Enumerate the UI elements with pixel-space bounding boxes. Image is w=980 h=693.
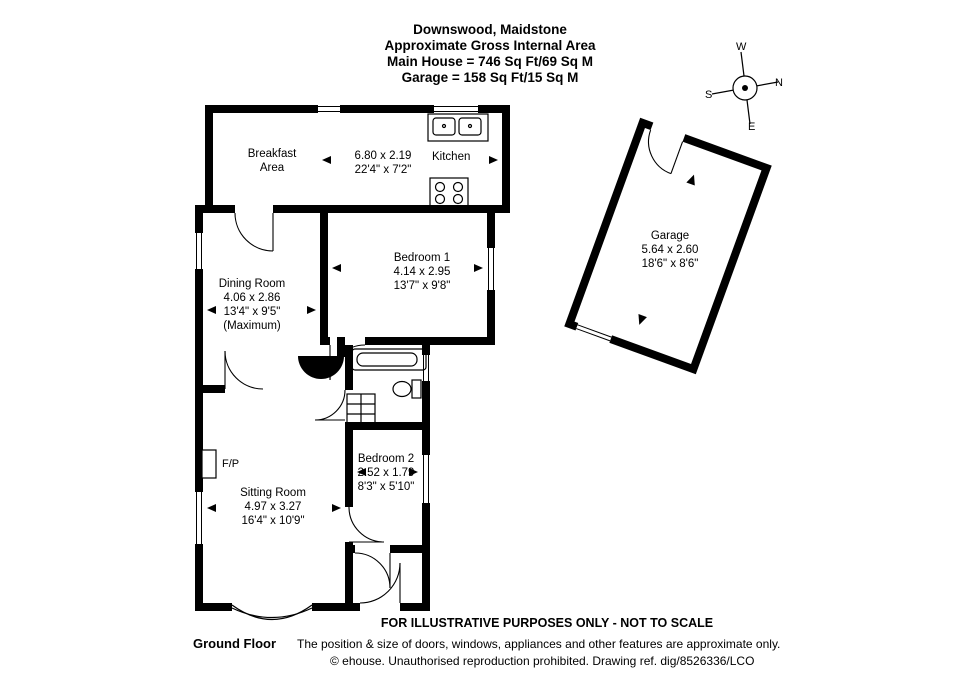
- garage-arrow-up: [686, 174, 695, 186]
- door-arcs: [224, 212, 401, 604]
- label-kitchen: Kitchen: [432, 151, 471, 163]
- label-garage: Garage 5.64 x 2.60 18'6" x 8'6": [641, 230, 699, 270]
- compass-north-label: N: [775, 77, 783, 89]
- label-bedroom-2: Bedroom 2 2.52 x 1.79 8'3" x 5'10": [357, 453, 415, 493]
- plan-title-block: Downswood, Maidstone Approximate Gross I…: [340, 22, 640, 86]
- curved-hall-wall: [298, 356, 344, 379]
- compass-icon: [711, 51, 779, 125]
- dimension-arrows: [207, 156, 498, 512]
- label-fireplace: F/P: [222, 458, 240, 470]
- kitchen-sink-icon: [427, 113, 489, 142]
- bay-window: [231, 604, 313, 621]
- main-house-area: Main House = 746 Sq Ft/69 Sq M: [387, 54, 593, 69]
- label-dining-room: Dining Room 4.06 x 2.86 13'4" x 9'5" (Ma…: [218, 278, 286, 332]
- label-breakfast-area: Breakfast Area: [247, 148, 297, 174]
- illustrative-notice: FOR ILLUSTRATIVE PURPOSES ONLY - NOT TO …: [380, 616, 714, 630]
- garage-area: Garage = 158 Sq Ft/15 Sq M: [401, 70, 579, 85]
- property-title: Downswood, Maidstone: [413, 22, 567, 37]
- compass-west-label: W: [736, 41, 747, 53]
- garage-door-arc: [648, 129, 684, 175]
- shower-icon: [346, 393, 376, 425]
- garage-arrow-down: [638, 313, 647, 325]
- fireplace-icon: [201, 449, 217, 479]
- label-kitchen-dimensions: 6.80 x 2.19 22'4" x 7'2": [354, 150, 412, 176]
- toilet-icon: [392, 379, 422, 399]
- garage-structure: [564, 117, 772, 375]
- garage-window: [575, 322, 613, 344]
- disclaimer-text: The position & size of doors, windows, a…: [297, 637, 781, 651]
- bath-icon: [351, 348, 427, 371]
- hob-icon: [429, 177, 469, 209]
- copyright-text: © ehouse. Unauthorised reproduction proh…: [330, 654, 755, 668]
- compass-east-label: E: [748, 121, 756, 133]
- floor-label: Ground Floor: [193, 636, 277, 651]
- compass-south-label: S: [705, 89, 713, 101]
- label-bedroom-1: Bedroom 1 4.14 x 2.95 13'7" x 9'8": [393, 252, 451, 292]
- area-subtitle: Approximate Gross Internal Area: [384, 38, 596, 53]
- label-sitting-room: Sitting Room 4.97 x 3.27 16'4" x 10'9": [240, 487, 306, 527]
